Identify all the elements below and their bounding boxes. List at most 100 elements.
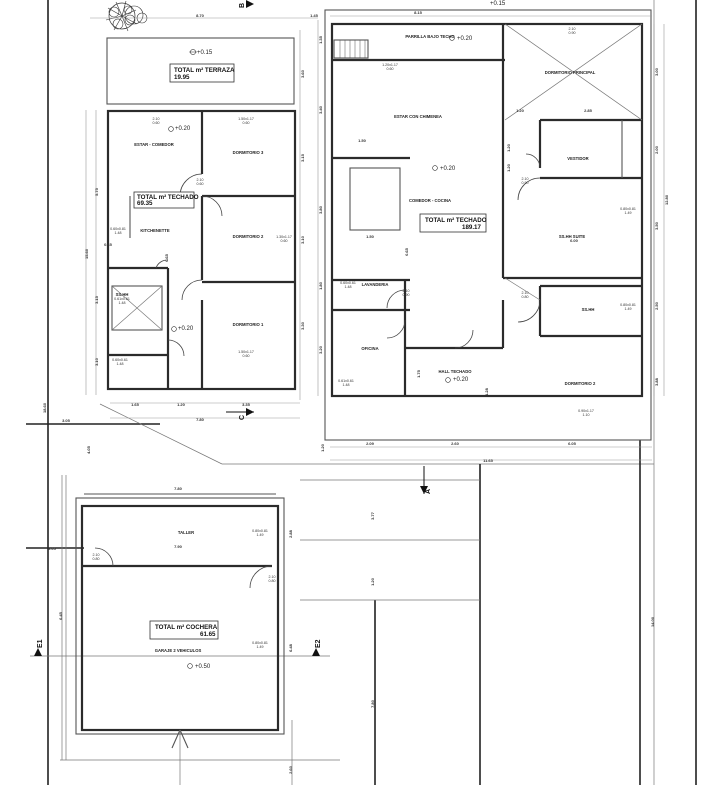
level-terraza: +0.15	[197, 50, 213, 56]
section-e1-label: E1	[37, 639, 44, 648]
room-estar-comedor: ESTAR - COMEDOR	[134, 142, 173, 147]
terraza-total-label: TOTAL m² TERRAZA	[174, 67, 235, 74]
room-estar-chimenea: ESTAR CON CHIMENEA	[394, 114, 442, 119]
level-marker-icon	[168, 126, 174, 132]
dim: 3.10	[94, 357, 99, 366]
dim: 1.20	[370, 577, 375, 586]
dim: 2.50	[654, 301, 659, 310]
room-taller: TALLER	[178, 530, 194, 535]
room-ss-hh-right: SS.HH	[582, 307, 595, 312]
dim: 3.77	[370, 511, 375, 520]
dim: 14.00	[650, 616, 655, 627]
level-marker-icon	[189, 49, 197, 55]
dim: 2.00	[654, 145, 659, 154]
level-marker-icon	[445, 377, 451, 383]
dim: 3.40	[318, 105, 323, 114]
level-parrilla: +0.20	[457, 36, 473, 42]
dims-top-left: 8.70 1.45 3.60 3.15 3.10 3.30 5.75 3.15 …	[42, 13, 319, 454]
cochera-area: 61.65	[200, 631, 216, 638]
level-marker-icon	[187, 663, 193, 669]
dim: 11.65	[483, 458, 494, 463]
main-house: PARRILLA BAJO TECHO +0.20 ESTAR CON CHIM…	[324, 9, 652, 441]
dim: 1.20	[506, 143, 511, 152]
level-cochera: +0.50	[195, 664, 211, 670]
dim: 7.80	[370, 699, 375, 708]
dim: 3.50	[654, 221, 659, 230]
dim: 1.20	[516, 108, 525, 113]
dim: 3.35	[242, 402, 251, 407]
level-top: +0.15	[490, 1, 506, 7]
dim: 3.30	[300, 321, 305, 330]
dim: 0.65	[104, 242, 113, 247]
dim: 1.50	[358, 138, 367, 143]
dim: 1.28	[484, 387, 489, 396]
section-marker-b: B	[239, 0, 254, 8]
dim: 3.05	[62, 418, 71, 423]
terraza: TOTAL m² TERRAZA 19.95 +0.15	[106, 37, 295, 105]
dim: 2.85	[584, 108, 593, 113]
dim: 2.88	[288, 529, 293, 538]
level-main: +0.20	[440, 166, 456, 172]
section-marker-e1: E1	[34, 639, 44, 656]
dim: 3.60	[300, 69, 305, 78]
terraza-area: 19.95	[174, 74, 190, 81]
stairs-icon	[339, 40, 366, 58]
dim: 1.45	[310, 13, 319, 18]
dim: 3.15	[300, 153, 305, 162]
level-marker-icon	[171, 326, 177, 332]
level-marker-icon	[449, 35, 455, 41]
dim: 3.80	[318, 205, 323, 214]
tree-icon	[105, 0, 148, 32]
dim: 6.45	[58, 611, 63, 620]
techado-left-area: 69.35	[137, 200, 153, 207]
room-hall-techado: HALL TECHADO	[439, 369, 473, 374]
dim: 1.35	[318, 35, 323, 44]
section-marker-a: A	[420, 466, 432, 494]
room-comedor-cocina: COMEDOR - COCINA	[409, 198, 451, 203]
room-dormitorio-1: DORMITORIO 1	[233, 322, 264, 327]
techado-left-total-label: TOTAL m² TECHADO	[137, 194, 199, 201]
dim: 8.70	[196, 13, 205, 18]
dim: 7.90	[174, 544, 183, 549]
dims-main: 8.15 +0.15 1.35 3.40 3.80 1.80 3.20 1.50…	[317, 1, 669, 463]
dim: 6.00	[570, 238, 579, 243]
room-sshh-suite: SS.HH SUITE	[559, 234, 585, 239]
dim: 1.20	[177, 402, 186, 407]
techado-main-total-label: TOTAL m² TECHADO	[425, 217, 487, 224]
dim: 1.50	[366, 234, 375, 239]
dim: 2.60	[288, 765, 293, 774]
room-dormitorio-principal: DORMITORIO PRINCIPAL	[545, 70, 596, 75]
level-marker-icon	[432, 165, 438, 171]
section-e2-label: E2	[315, 639, 322, 648]
dim: 3.88	[654, 377, 659, 386]
dim: 2.09	[366, 441, 375, 446]
dim: 3.20	[318, 345, 323, 354]
section-b-label: B	[239, 3, 246, 8]
dim: 7.80	[196, 417, 205, 422]
room-kitchenette: KITCHENETTE	[140, 228, 170, 233]
dim: 5.75	[94, 187, 99, 196]
dim: 12.80	[664, 194, 669, 205]
dim: 3.10	[300, 235, 305, 244]
dim: 18.60	[42, 402, 47, 413]
dim: 1.65	[131, 402, 140, 407]
dim: 8.15	[414, 10, 423, 15]
section-marker-e2: E2	[312, 639, 322, 656]
